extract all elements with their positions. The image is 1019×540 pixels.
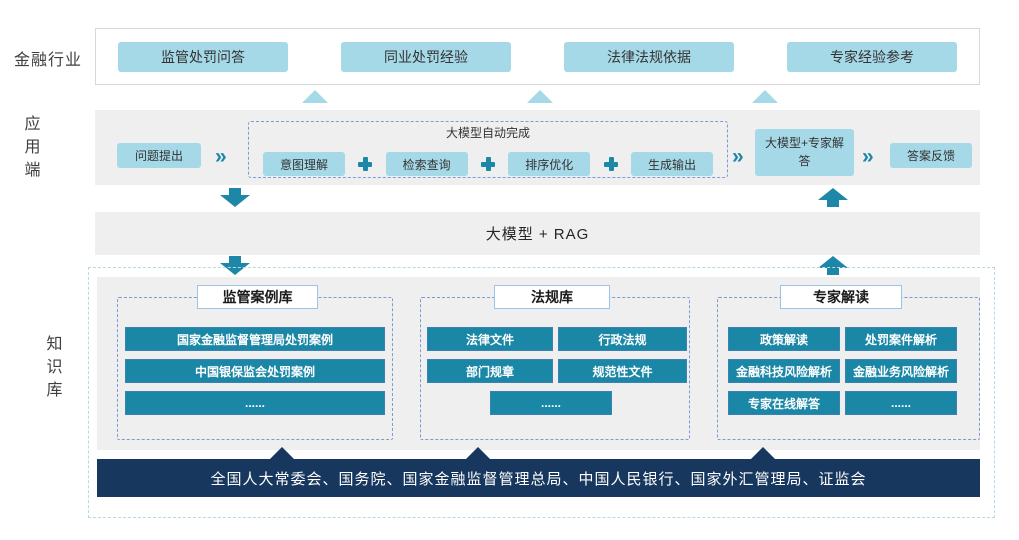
box-more-regulations: ...... [490, 391, 612, 415]
knowledge-base-label: 知识库 [46, 336, 64, 399]
box-peer-penalty-experience: 同业处罚经验 [341, 41, 511, 72]
triangle-up-icon [527, 90, 553, 103]
industry-row-label: 金融行业 [14, 52, 83, 69]
box-policy-interpretation: 政策解读 [728, 327, 840, 351]
box-legal-documents: 法律文件 [427, 327, 553, 351]
box-regulatory-penalty-qa: 监管处罚问答 [118, 41, 288, 72]
triangle-up-icon [752, 90, 778, 103]
llm-auto-complete-group: 大模型自动完成 意图理解 检索查询 排序优化 生成输出 [248, 121, 728, 178]
arrow-down-icon [220, 256, 250, 275]
arrow-up-icon [818, 256, 848, 275]
data-sources-bar: 全国人大常委会、国务院、国家金融监督管理总局、中国人民银行、国家外汇管理局、证监… [97, 459, 980, 497]
regulatory-case-library-title: 监管案例库 [197, 285, 318, 309]
triangle-up-icon [302, 90, 328, 103]
box-question-raised: 问题提出 [117, 143, 201, 168]
box-administrative-regulations: 行政法规 [558, 327, 687, 351]
triangle-up-icon [466, 447, 490, 459]
pipeline-steps: 意图理解 检索查询 排序优化 生成输出 [263, 152, 713, 176]
box-cbirc-penalty-cases: 中国银保监会处罚案例 [125, 359, 385, 383]
chevron-right-icon: » [862, 145, 874, 168]
plus-icon [358, 157, 373, 171]
triangle-up-icon [751, 447, 775, 459]
chevron-right-icon: » [215, 145, 227, 168]
box-business-risk-analysis: 金融业务风险解析 [845, 359, 957, 383]
expert-interpretation-title: 专家解读 [780, 285, 902, 309]
application-row-label: 应用端 [24, 116, 42, 179]
box-generate-output: 生成输出 [630, 152, 713, 176]
box-ranking-optimization: 排序优化 [508, 152, 591, 176]
arrow-down-icon [220, 188, 250, 207]
regulation-library-title: 法规库 [494, 285, 610, 309]
llm-rag-band: 大模型 + RAG [95, 212, 980, 255]
auto-group-title: 大模型自动完成 [445, 126, 530, 140]
arrow-up-icon [818, 188, 848, 207]
box-expert-experience-reference: 专家经验参考 [787, 41, 957, 72]
box-llm-plus-expert-answer: 大模型+专家解答 [755, 129, 854, 176]
box-law-regulation-basis: 法律法规依据 [564, 41, 734, 72]
box-normative-documents: 规范性文件 [558, 359, 687, 383]
box-nfra-penalty-cases: 国家金融监督管理局处罚案例 [125, 327, 385, 351]
plus-icon [603, 157, 618, 171]
box-more-expert: ...... [845, 391, 957, 415]
knowledge-base-outer-border [88, 267, 995, 518]
box-answer-feedback: 答案反馈 [890, 143, 972, 168]
box-more-cases: ...... [125, 391, 385, 415]
application-band: 问题提出 » 大模型自动完成 意图理解 检索查询 排序优化 生成输出 » 大模型… [95, 110, 980, 185]
box-departmental-rules: 部门规章 [427, 359, 553, 383]
box-intent-understanding: 意图理解 [263, 152, 345, 176]
industry-band: 监管处罚问答 同业处罚经验 法律法规依据 专家经验参考 [95, 28, 980, 85]
chevron-right-icon: » [732, 145, 744, 168]
box-retrieval-query: 检索查询 [385, 152, 468, 176]
plus-icon [480, 157, 495, 171]
box-penalty-case-analysis: 处罚案件解析 [845, 327, 957, 351]
triangle-up-icon [270, 447, 294, 459]
box-fintech-risk-analysis: 金融科技风险解析 [728, 359, 840, 383]
box-expert-online-answer: 专家在线解答 [728, 391, 840, 415]
